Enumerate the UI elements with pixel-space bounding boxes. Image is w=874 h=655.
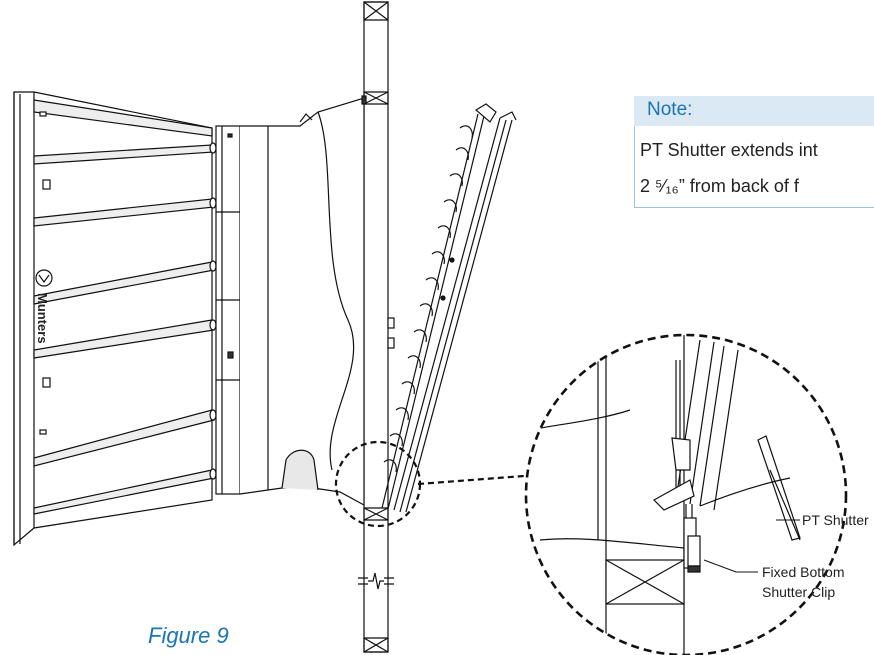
fan-cone (215, 95, 367, 507)
label-fixed-bottom: Fixed Bottom (762, 564, 845, 580)
detail-callout (334, 440, 525, 528)
note-header (634, 96, 874, 126)
label-pt-shutter: PT Shutter (802, 512, 869, 528)
leader-lines (703, 519, 800, 573)
detail-magnified (529, 335, 801, 655)
note-box (634, 126, 874, 208)
note-text-line-1: PT Shutter extends int (640, 140, 818, 160)
fan-housing (13, 91, 217, 547)
wall-section (358, 1, 394, 653)
note-text-line-2: 2 ⁵⁄₁₆” from back of f (640, 176, 799, 196)
label-shutter-clip: Shutter Clip (762, 584, 836, 600)
figure-caption: Figure 9 (148, 623, 229, 648)
detail-circle-border (524, 333, 848, 655)
fan-brand: Munters (35, 293, 50, 344)
pt-shutter (381, 103, 517, 513)
note-title: Note: (647, 99, 693, 120)
